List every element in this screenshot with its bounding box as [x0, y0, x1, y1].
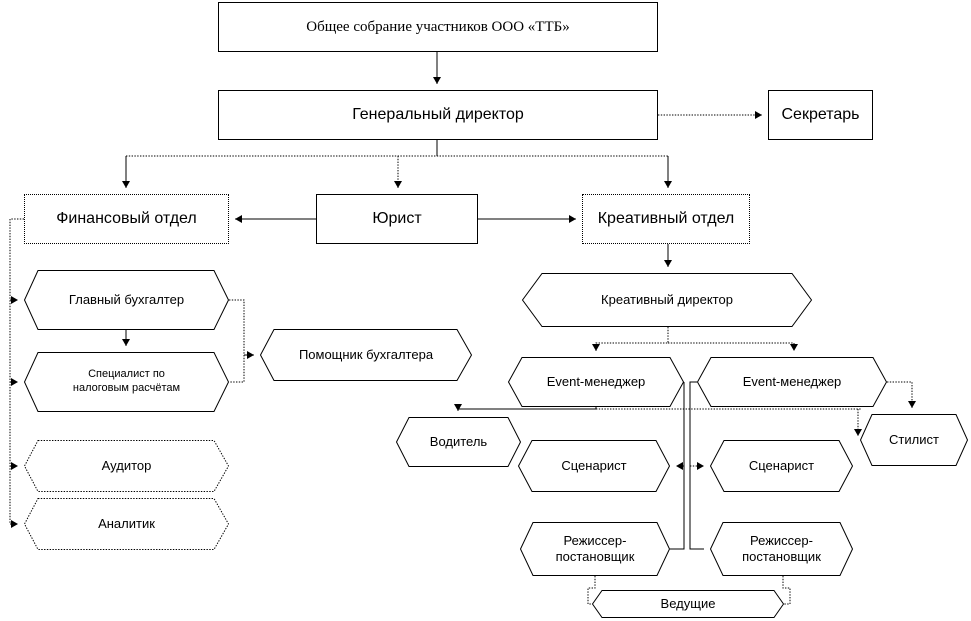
hexagon-shape [23, 498, 230, 550]
arrowhead-lawyer-to-finance [235, 215, 242, 223]
node-assistant-accountant: Помощник бухгалтера [259, 329, 473, 381]
arrowhead-cd-split-right [790, 344, 798, 351]
node-director-2: Режиссер-постановщик [709, 522, 854, 576]
node-creative-dept: Креативный отдел [582, 194, 750, 244]
arrowhead-rail-to-chief [11, 296, 18, 304]
arrowhead-em2-to-stylist [908, 401, 916, 408]
node-director-1: Режиссер-постановщик [519, 522, 671, 576]
node-auditor: Аудитор [23, 440, 230, 492]
arrowhead-em1-to-driver [454, 404, 462, 411]
connector-em1-to-driver [457, 407, 597, 411]
node-label: Сценарист [748, 457, 815, 473]
node-label: Режиссер-постановщик [555, 532, 635, 564]
connector-em1-to-director [670, 382, 685, 550]
hexagon-shape [23, 440, 230, 492]
arrowhead-into-assistant [247, 351, 254, 359]
hexagon-shape [591, 590, 785, 618]
arrowhead-meeting-to-director [433, 77, 441, 84]
arrowhead-to-lawyer [394, 181, 402, 188]
node-label: Главный бухгалтер [68, 291, 185, 307]
arrowhead-em2-to-screenwriter [697, 462, 704, 470]
node-hosts: Ведущие [591, 590, 785, 618]
node-general-director: Генеральный директор [218, 90, 658, 140]
node-chief-accountant: Главный бухгалтер [23, 270, 230, 330]
node-label: Стилист [889, 431, 939, 447]
hexagon-shape [709, 440, 854, 492]
hexagon-shape [521, 273, 813, 327]
connector-cd-split [595, 327, 669, 351]
node-label: Аудитор [101, 457, 152, 473]
node-driver: Водитель [395, 417, 522, 467]
hexagon-shape [696, 357, 888, 407]
arrowhead-creative-to-cd [664, 260, 672, 267]
node-lawyer: Юрист [316, 194, 478, 244]
arrowhead-rail-to-tax [11, 378, 18, 386]
hexagon-shape [517, 440, 671, 492]
node-general-meeting: Общее собрание участников ООО «ТТБ» [218, 2, 658, 52]
node-stylist: Стилист [859, 414, 969, 466]
connector-finance-rail [9, 218, 24, 524]
connector-em2-to-stylist [887, 381, 913, 408]
node-analyst: Аналитик [23, 498, 230, 550]
connector-cd-split-right [668, 342, 795, 351]
node-label: Event-менеджер [742, 373, 842, 389]
hexagon-shape [507, 357, 685, 407]
node-label: Специалист по налоговым расчётам [72, 368, 181, 394]
node-tax-specialist: Специалист по налоговым расчётам [23, 352, 230, 412]
node-screenwriter-2: Сценарист [709, 440, 854, 492]
node-secretary: Секретарь [768, 90, 873, 140]
node-creative-director: Креативный директор [521, 273, 813, 327]
node-label: Аналитик [98, 515, 155, 531]
arrowhead-to-creative [664, 181, 672, 188]
node-label: Режиссер-постановщик [742, 532, 821, 564]
hexagon-shape [709, 522, 854, 576]
arrowhead-director-to-secretary [755, 111, 762, 119]
node-label: Event-менеджер [546, 373, 646, 389]
node-label: Сценарист [561, 457, 627, 473]
hexagon-shape [23, 270, 230, 330]
node-event-manager-1: Event-менеджер [507, 357, 685, 407]
arrowhead-chief-to-tax [122, 339, 130, 346]
arrowhead-em1-to-screenwriter [676, 462, 683, 470]
hexagon-shape [23, 352, 230, 412]
arrowhead-to-stylist-left [854, 429, 862, 436]
node-finance-dept: Финансовый отдел [24, 194, 229, 244]
connector-chief-to-assistant [229, 299, 245, 383]
hexagon-shape [259, 329, 473, 381]
arrowhead-cd-split [592, 344, 600, 351]
node-label: Водитель [429, 433, 488, 449]
node-screenwriter-1: Сценарист [517, 440, 671, 492]
node-event-manager-2: Event-менеджер [696, 357, 888, 407]
node-label: Помощник бухгалтера [298, 346, 434, 362]
arrowhead-lawyer-to-creative [569, 215, 576, 223]
arrowhead-to-finance [122, 181, 130, 188]
connector-director2-to-hosts [782, 576, 791, 605]
hexagon-shape [395, 417, 522, 467]
hexagon-shape [859, 414, 969, 466]
node-label: Ведущие [660, 595, 716, 611]
arrowhead-rail-to-auditor [11, 462, 18, 470]
hexagon-shape [519, 522, 671, 576]
arrowhead-rail-to-analyst [11, 520, 18, 528]
node-label: Креативный директор [601, 291, 733, 307]
